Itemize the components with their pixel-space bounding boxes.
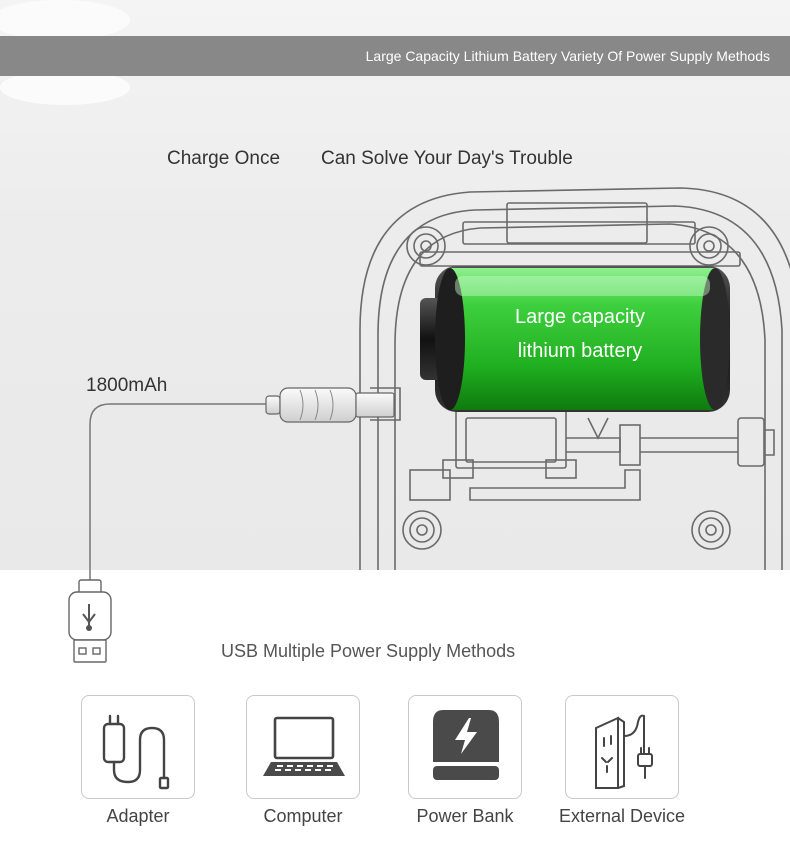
method-label-power-bank: Power Bank	[416, 806, 514, 826]
wall-socket-icon	[595, 714, 653, 789]
method-card-external-device	[565, 695, 679, 799]
method-card-computer	[246, 695, 360, 799]
method-card-power-bank	[408, 695, 522, 799]
method-label-external-device: External Device	[558, 806, 686, 826]
method-card-adapter	[81, 695, 195, 799]
headline-part-2: Can Solve Your Day's Trouble	[321, 148, 573, 169]
charging-cable	[89, 403, 268, 582]
battery-label-line-2: lithium battery	[517, 340, 643, 362]
laptop-icon	[263, 716, 345, 776]
barrel-plug	[265, 387, 395, 423]
adapter-icon	[102, 714, 170, 790]
banner: Large Capacity Lithium Battery Variety O…	[0, 36, 790, 76]
cloud-decoration	[0, 0, 130, 40]
battery-label-line-1: Large capacity	[514, 306, 646, 328]
power-bank-icon	[433, 710, 499, 780]
banner-text: Large Capacity Lithium Battery Variety O…	[365, 48, 770, 64]
method-label-computer: Computer	[263, 806, 343, 826]
method-label-adapter: Adapter	[106, 806, 170, 826]
usb-section-title: USB Multiple Power Supply Methods	[221, 641, 516, 661]
headline-part-1: Charge Once	[167, 148, 281, 169]
battery-graphic	[420, 266, 730, 412]
usb-plug	[68, 579, 112, 663]
capacity-label: 1800mAh	[86, 375, 168, 396]
